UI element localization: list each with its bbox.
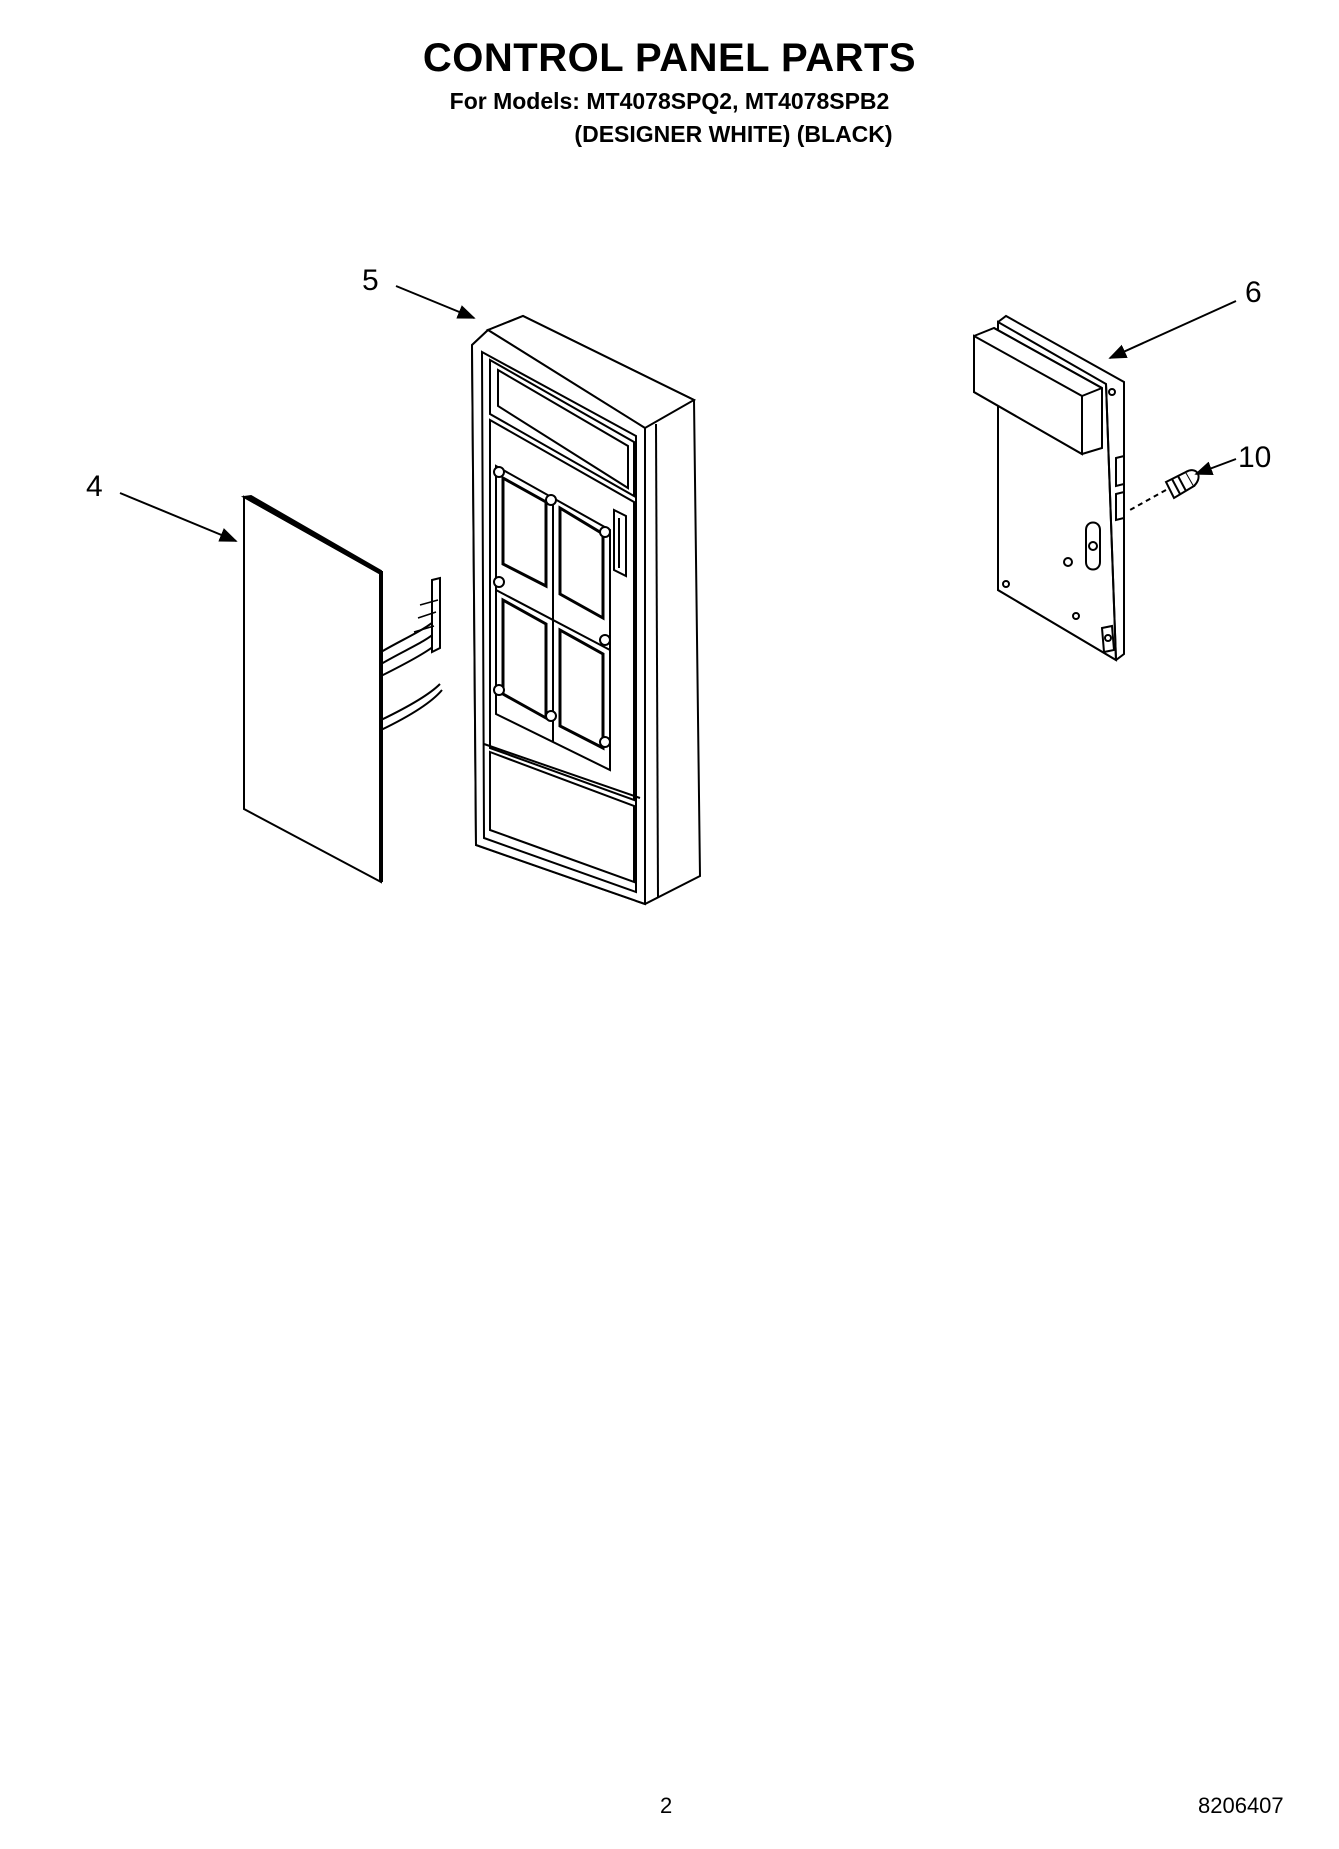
page-title: CONTROL PANEL PARTS	[422, 36, 917, 80]
leader-line-4	[119, 492, 238, 542]
variants-line: (DESIGNER WHITE) (BLACK)	[574, 121, 893, 147]
callout-6: 6	[1245, 276, 1262, 309]
leader-lines	[119, 285, 1237, 542]
leader-line-6	[1108, 300, 1237, 359]
leader-line-5	[395, 285, 476, 319]
part-4-keypad	[240, 494, 443, 884]
callout-5: 5	[362, 264, 379, 297]
page-number: 2	[660, 1793, 673, 1818]
callout-10: 10	[1238, 441, 1271, 474]
leader-line-10	[1194, 458, 1237, 476]
part-10-screw	[1129, 469, 1200, 511]
part-6-control-board	[973, 314, 1125, 662]
callout-4: 4	[86, 470, 103, 503]
models-line: For Models: MT4078SPQ2, MT4078SPB2	[449, 88, 890, 114]
part-5-control-panel	[470, 314, 702, 906]
document-number: 8206407	[1198, 1793, 1284, 1818]
